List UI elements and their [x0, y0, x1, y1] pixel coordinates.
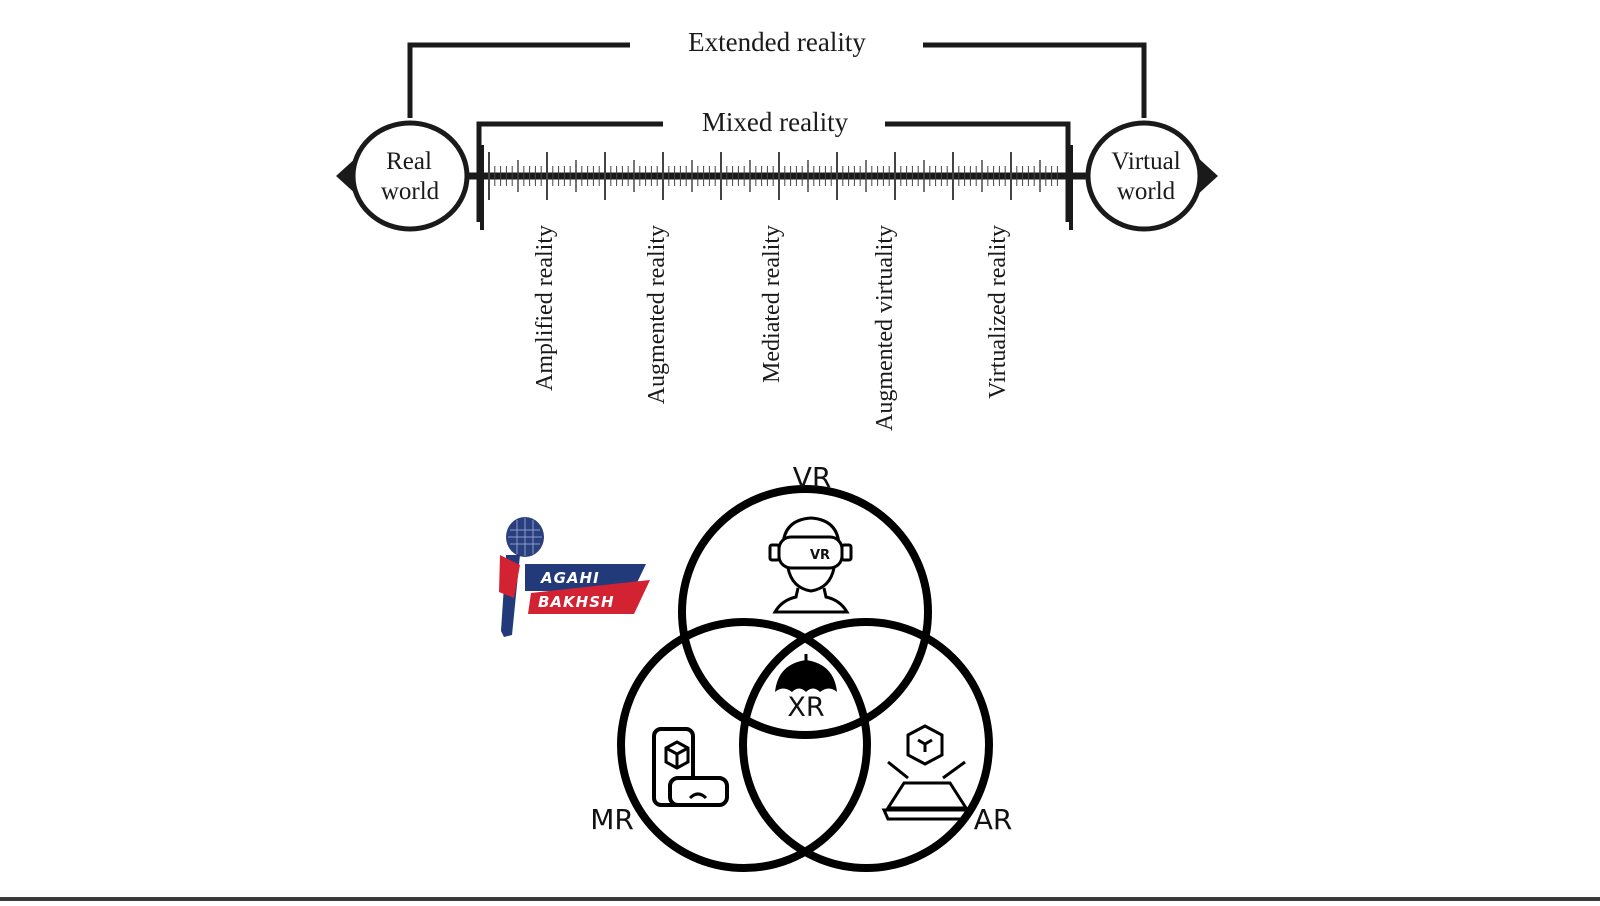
virtual-world-circle [1085, 120, 1203, 232]
vr-headset-icon [768, 516, 853, 614]
bottom-rule [0, 897, 1600, 901]
ruler-ticks [480, 145, 1073, 230]
logo-text-bakhsh: BAKHSH [538, 593, 615, 611]
venn-circle-ar [739, 618, 993, 872]
headset-badge: VR [810, 548, 830, 563]
venn-label-ar: AR [974, 803, 1013, 836]
umbrella-icon [775, 654, 837, 692]
venn-label-mr: MR [590, 803, 634, 836]
extended-reality-bracket [407, 42, 1147, 118]
agahi-bakhsh-logo: AGAHI BAKHSH [499, 517, 650, 637]
real-world-label-line2: world [381, 178, 440, 205]
venn-circle-mr [617, 618, 871, 872]
stage-labels: Amplified reality Augmented reality Medi… [532, 225, 1011, 431]
phone-cube-icon [652, 727, 729, 807]
reality-continuum: Extended reality Mixed reality Real worl… [336, 27, 1218, 431]
virtual-world-label-line2: world [1117, 178, 1176, 205]
venn-circle-vr [678, 485, 932, 739]
xr-venn-diagram [617, 485, 993, 872]
logo-red-flag [499, 555, 520, 598]
mixed-reality-label: Mixed reality [702, 107, 849, 137]
stage-label-augmented-virtuality: Augmented virtuality [872, 225, 898, 431]
real-world-label-line1: Real [386, 148, 432, 175]
venn-label-xr: XR [787, 692, 824, 723]
stage-label-augmented-reality: Augmented reality [644, 225, 670, 404]
extended-reality-label: Extended reality [688, 27, 866, 57]
ar-hologram-icon [881, 724, 973, 821]
mixed-reality-bracket [476, 121, 1071, 222]
virtual-world-label-line1: Virtual [1111, 148, 1180, 175]
logo-mic-grille [508, 518, 542, 556]
real-world-circle [350, 120, 470, 232]
stage-label-amplified: Amplified reality [532, 225, 558, 391]
stage-label-mediated: Mediated reality [759, 225, 785, 383]
venn-label-vr: VR [793, 461, 832, 494]
logo-banner-bottom [528, 580, 650, 614]
stage-label-virtualized: Virtualized reality [985, 225, 1011, 399]
logo-text-agahi: AGAHI [540, 569, 600, 587]
